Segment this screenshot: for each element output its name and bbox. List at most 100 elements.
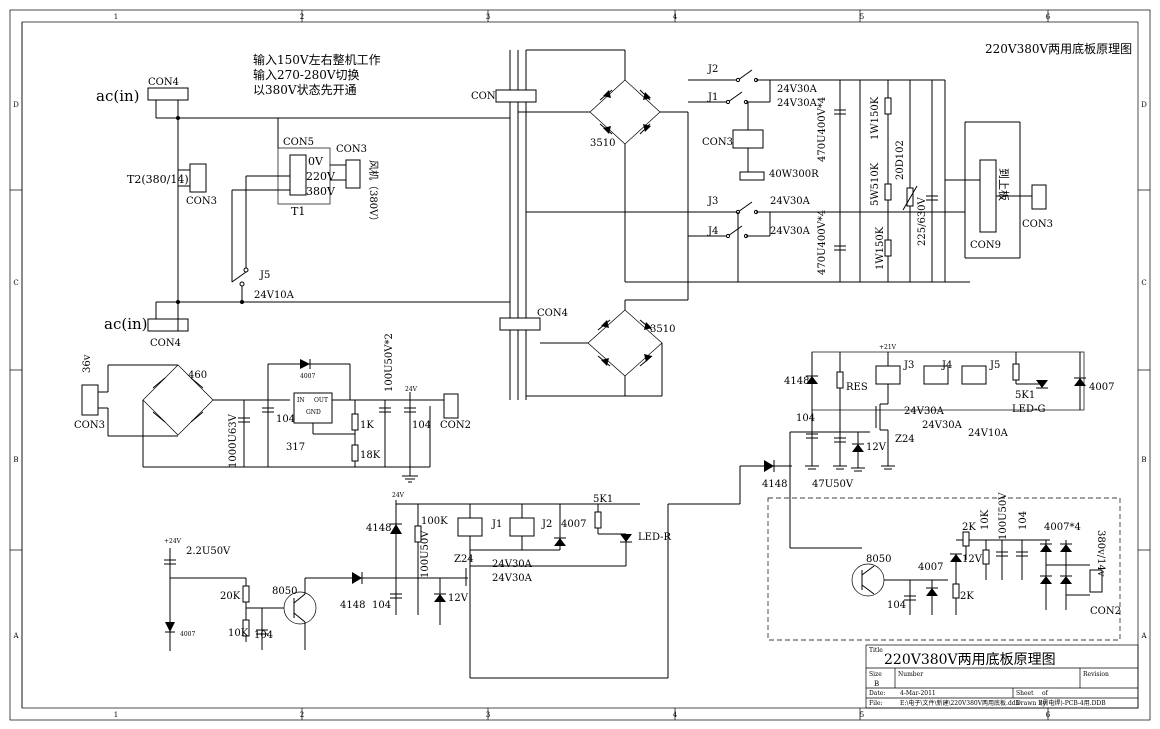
- col-label: 2: [300, 13, 304, 21]
- t2-connector: [189, 163, 207, 193]
- reg-in: IN: [297, 397, 305, 404]
- sheet-title: 220V380V两用底板原理图: [985, 41, 1132, 56]
- con2-b-connector: [1089, 569, 1103, 593]
- j1-label: J1: [707, 92, 718, 103]
- col-label: 4: [673, 711, 678, 719]
- col-label: 6: [1046, 13, 1051, 21]
- col-label: 4: [673, 13, 678, 21]
- note-line-1: 输入150V左右整机工作: [253, 52, 381, 67]
- sub-board-outline: [767, 497, 1121, 641]
- row-label: A: [12, 632, 19, 640]
- c-104-e-label: 104: [796, 413, 815, 424]
- con4-tl-connector: [147, 87, 189, 101]
- z-4007-small-label: 4007: [180, 631, 195, 638]
- tb-title: 220V380V两用底板原理图: [884, 652, 1056, 668]
- row-label: B: [1141, 456, 1146, 464]
- r-100k-label: 100K: [421, 516, 448, 527]
- r-2k-a-label: 2K: [962, 522, 976, 533]
- z12-b-label: 12V: [866, 442, 887, 453]
- z24-b-label: Z24: [895, 434, 915, 445]
- v21-label: +21V: [879, 344, 897, 351]
- d-4148-c-label: 4148: [762, 479, 787, 490]
- fan-label: 风机（380V）: [367, 160, 380, 226]
- t1-label: T1: [291, 205, 305, 218]
- z24-a-label: Z24: [454, 554, 474, 565]
- reg-gnd: GND: [306, 409, 321, 416]
- tb-date-label: Date:: [869, 690, 885, 697]
- c-104-b-label: 104: [412, 420, 431, 431]
- bridge-top: [589, 79, 661, 145]
- bridge-460: [142, 364, 214, 436]
- led-r-label: LED-R: [638, 532, 672, 543]
- con2-ps-connector: [443, 393, 459, 419]
- r-5w510k: 5W510K: [870, 162, 881, 206]
- coil-rating-3: 24V30A: [904, 406, 945, 417]
- junction: [176, 300, 180, 304]
- coil-rating-1: 24V30A: [492, 559, 533, 570]
- con4-mid2-connector: [499, 317, 541, 331]
- con3-res-label: CON3: [702, 137, 733, 148]
- v36-label: 36v: [82, 354, 93, 373]
- r-10k-b-label: 10K: [980, 509, 991, 530]
- v380-14-label: 380v/14v: [1095, 530, 1106, 577]
- con2-b-label: CON2: [1090, 606, 1121, 617]
- j3-rating: 24V30A: [770, 196, 811, 207]
- con4-mid-label: CON4: [471, 91, 502, 102]
- q-8050-a-label: 8050: [272, 586, 297, 597]
- q-8050-b: [851, 563, 885, 597]
- r-1w150k-a: 1W150K: [870, 96, 881, 140]
- v24-small-label: +24V: [164, 538, 182, 545]
- tb-number-label: Number: [898, 671, 923, 678]
- coil-rating-4: 24V30A: [922, 420, 963, 431]
- c-104-f-label: 104: [887, 600, 906, 611]
- c-100u-x2-label: 100U50V*2: [384, 333, 395, 392]
- con4-bl-label: CON4: [150, 338, 181, 349]
- j5-label: J5: [259, 270, 270, 281]
- j1-coil-label: J1: [491, 519, 502, 530]
- cap-470-top: 470U400V*4: [817, 97, 828, 162]
- tb-file-label: File:: [869, 700, 883, 707]
- d-4007-ps-label: 4007: [300, 373, 315, 380]
- bridge-4007x4: [1040, 540, 1090, 610]
- con3-right-connector: [1031, 184, 1047, 210]
- con4-mid2-label: CON4: [537, 308, 568, 319]
- row-label: C: [13, 279, 18, 287]
- col-label: 1: [114, 13, 118, 21]
- v24-ps-label: 24V: [405, 386, 418, 393]
- res-label: RES: [846, 382, 868, 393]
- r-5k1-b-label: 5K1: [1015, 390, 1035, 401]
- c-104-c-label: 104: [372, 600, 391, 611]
- c-100u-label: 100U50V: [420, 530, 431, 578]
- c-47u-label: 47U50V: [812, 479, 854, 490]
- cap-470-bot: 470U400V*4: [817, 210, 828, 275]
- tb-sheet-label: Sheet: [1016, 690, 1034, 697]
- j5-switch: [231, 175, 290, 304]
- j1-coil: [457, 517, 483, 537]
- j2-coil: [509, 517, 535, 537]
- d-4007-c-label: 4007: [918, 562, 943, 573]
- sheet-border: [9, 9, 1151, 721]
- res-40w: [739, 171, 765, 181]
- bridge-bot-label: 3510: [650, 324, 675, 335]
- d-4007-a-label: 4007: [561, 519, 586, 530]
- j2-rating: 24V30A: [777, 84, 818, 95]
- tap-380v: 380V: [306, 185, 336, 198]
- con5-connector: [289, 154, 307, 196]
- tb-revision-label: Revision: [1083, 671, 1109, 678]
- con3-t2-label: CON3: [186, 196, 217, 207]
- col-label: 1: [114, 711, 118, 719]
- ground-symbols: [805, 460, 895, 472]
- col-label: 3: [486, 711, 490, 719]
- r-20k-label: 20K: [220, 591, 241, 602]
- tb-sheet-of: of: [1042, 690, 1049, 697]
- note-line-2: 输入270-280V切换: [253, 67, 360, 82]
- con4-bl-connector: [147, 318, 189, 332]
- r-5k1-a-label: 5K1: [593, 494, 613, 505]
- reg-out: OUT: [314, 397, 328, 404]
- zone-labels: 1 2 3 4 5 6 1 2 3 4 5 6 D C B A D C B A: [12, 13, 1147, 719]
- con9-label: CON9: [970, 240, 1001, 251]
- mains-bus: [155, 50, 527, 400]
- col-label: 6: [1046, 711, 1051, 719]
- c-104-g-label: 104: [1018, 511, 1029, 530]
- d-4007x4-label: 4007*4: [1044, 522, 1081, 533]
